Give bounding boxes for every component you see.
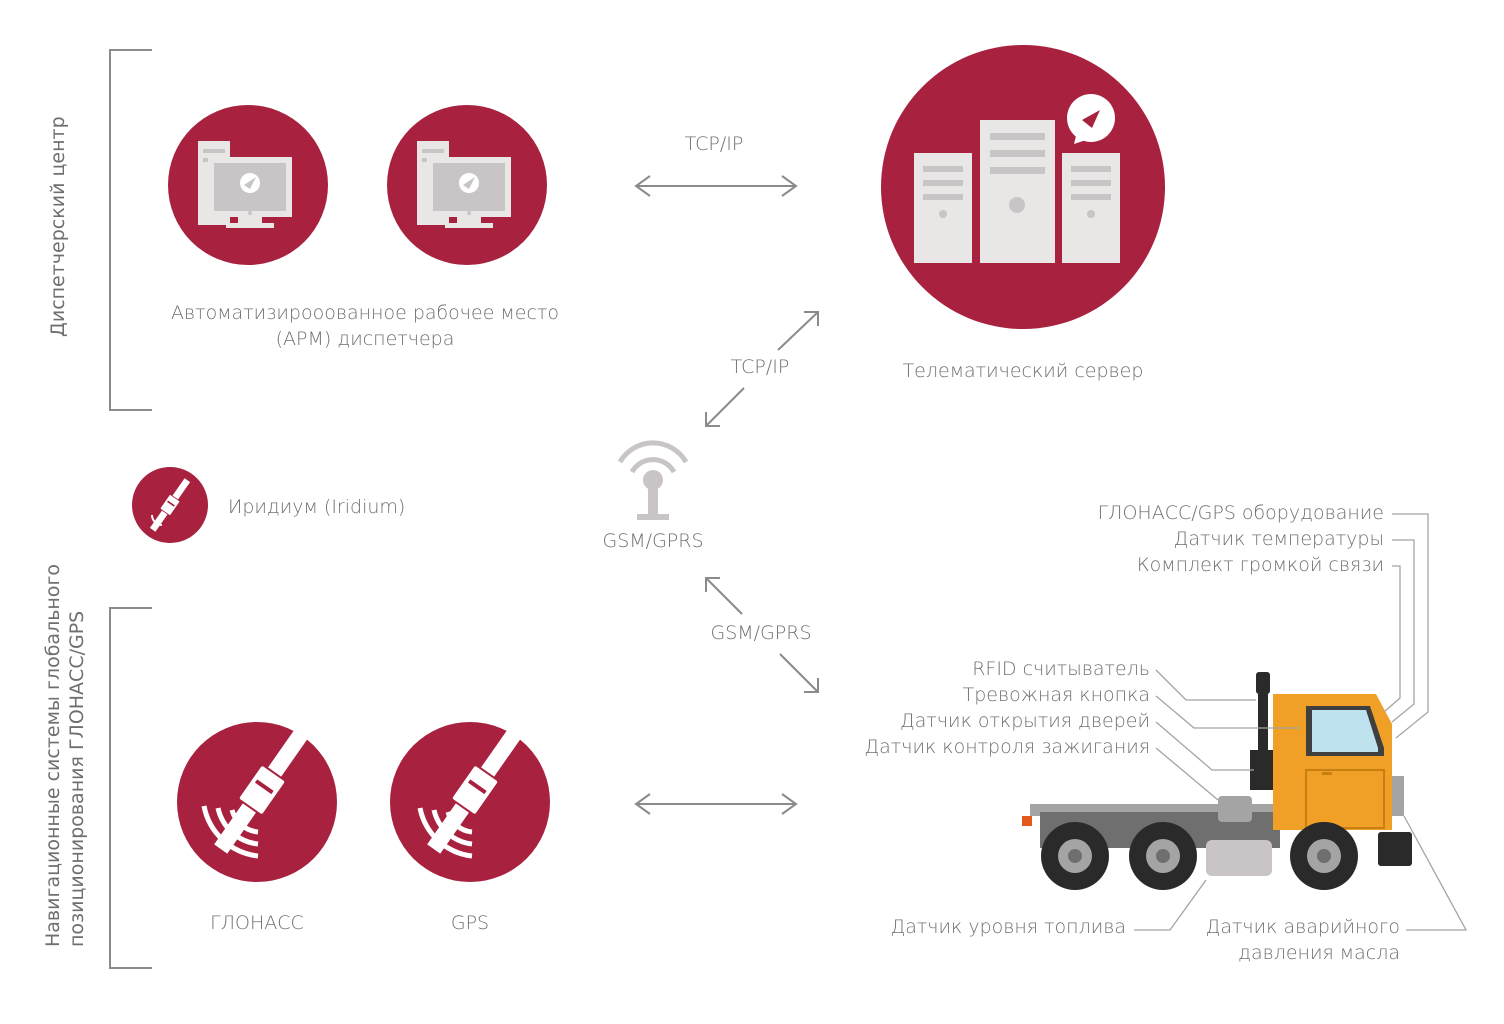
link-label-tower-truck: GSM/GPRS [710,622,812,644]
workstation-label-line-2: (АРМ) диспетчера [275,328,455,350]
link-label-tower-server: TCP/IP [730,356,790,378]
server-label: Телематический сервер [902,360,1144,382]
gsm-tower-label: GSM/GPRS [602,530,704,552]
gps-icon [390,722,550,882]
gps-label: GPS [450,912,490,934]
truck-leader-lines [1134,513,1468,931]
truck-label-temperature-sensor: Датчик температуры [1173,528,1384,550]
link-label-workstation-server: TCP/IP [684,133,744,155]
dispatch-bracket [109,49,152,411]
arrow-tower-server [705,311,819,427]
workstation-label-line-1: Автоматизирооованное рабочее место [171,302,559,324]
truck-icon [1022,672,1412,890]
arrow-tower-truck [705,577,819,693]
navigation-systems-line-1: Навигационные системы глобального [42,563,64,947]
truck-label-ignition-sensor: Датчик контроля зажигания [864,736,1150,758]
workstation-icon-2 [387,105,547,265]
truck-label-alarm-button: Тревожная кнопка [962,684,1150,706]
workstation-label: Автоматизирооованное рабочее место (АРМ)… [150,300,580,352]
truck-label-speakerphone-kit: Комплект громкой связи [1136,554,1384,576]
iridium-label: Иридиум (Iridium) [228,496,406,518]
truck-label-fuel-level: Датчик уровня топлива [890,916,1126,938]
truck-label-oil-pressure-line-2: давления масла [1238,942,1400,964]
truck-label-glonass-gps-equipment: ГЛОНАСС/GPS оборудование [1097,502,1384,524]
navigation-systems-line-2: позиционирования ГЛОНАСС/GPS [66,610,88,947]
antenna-icon [617,440,689,520]
workstation-icon-1 [168,105,328,265]
glonass-label: ГЛОНАСС [210,912,304,934]
truck-label-oil-pressure-line-1: Датчик аварийного [1205,916,1400,938]
arrow-workstation-server [634,175,798,197]
truck-label-rfid-reader: RFID считыватель [972,658,1150,680]
navigation-bracket [109,607,152,969]
glonass-icon [177,722,337,882]
arrow-satellites-truck [634,793,798,815]
truck-label-oil-pressure: Датчик аварийного давления масла [1140,914,1400,966]
navigation-systems-label: Навигационные системы глобального позици… [41,563,89,947]
dispatch-center-label: Диспетчерский центр [47,116,69,337]
server-icon [881,45,1165,329]
truck-label-door-sensor: Датчик открытия дверей [900,710,1150,732]
iridium-icon [132,467,208,543]
